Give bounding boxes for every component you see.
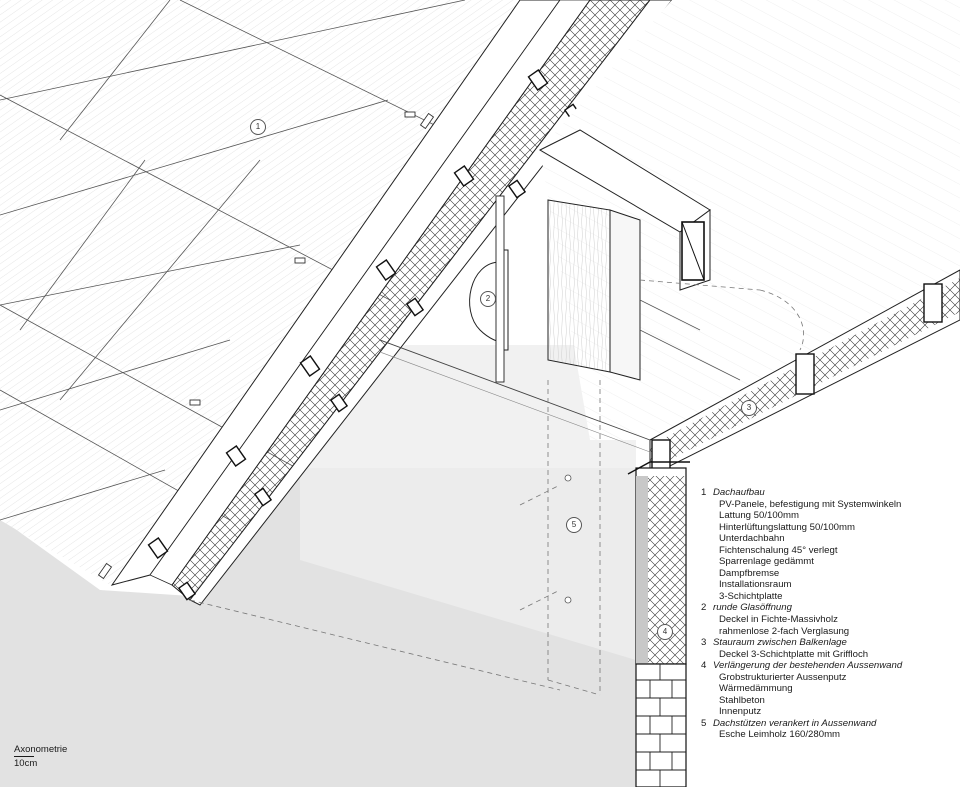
legend-line: Grobstrukturierter Aussenputz [719,671,847,683]
legend-line: Lattung 50/100mm [719,510,800,522]
legend-title: Dachstützen verankert in Aussenwand [713,717,877,729]
legend-title: Stauraum zwischen Balkenlage [713,637,847,649]
legend-number: 5 [701,717,707,729]
scale-bar [14,756,34,757]
legend-number: 1 [701,487,707,498]
legend-line: 3-Schichtplatte [719,590,783,602]
legend-item-title: 3 Stauraum zwischen Balkenlage [701,637,956,649]
callout-2: 2 [480,291,496,307]
legend-line: Deckel 3-Schichtplatte mit Griffloch [719,648,869,660]
legend-item-title: 2 runde Glasöffnung [701,602,956,614]
legend-number: 4 [701,660,707,672]
legend-title: runde Glasöffnung [713,602,792,614]
legend-line: Dampfbremse [719,567,780,579]
legend-line: rahmenlose 2-fach Verglasung [719,625,850,637]
legend-number: 3 [701,637,707,649]
anchor-points [564,474,572,604]
legend-line: Hinterlüftungslattung 50/100mm [719,521,855,533]
legend-line: Unterdachbahn [719,533,785,545]
legend-line: Esche Leimholz 160/280mm [719,729,841,741]
callout-5: 5 [566,517,582,533]
legend-line: Installationsraum [719,579,792,591]
legend-line: PV-Panele, befestigung mit Systemwinkeln [719,498,902,510]
callout-1: 1 [250,119,266,135]
timber-slab [379,0,960,477]
legend-item-title: 5 Dachstützen verankert in Aussenwand [701,718,956,730]
hidden-column-lines [189,279,804,696]
view-label: Axonometrie [14,744,68,755]
scale-measure: 10cm [14,758,38,769]
legend-number: 2 [701,602,707,614]
legend: 1 Dachaufbau PV-Panele, befestigung mit S… [701,487,956,741]
callout-4: 4 [657,624,673,640]
legend-line: Innenputz [719,706,762,718]
scale-note: Axonometrie 10cm [14,744,67,769]
legend-title: Dachaufbau [713,487,765,498]
interior-wall-surfaces [0,345,636,787]
roof-pv-panels [0,0,520,585]
legend-line: Wärmedämmung [719,683,793,695]
legend-item-title: 1 Dachaufbau [701,487,956,499]
legend-title: Verlängerung der bestehenden Aussenwand [713,660,903,672]
legend-line: Deckel in Fichte-Massivholz [719,614,838,626]
legend-line: Stahlbeton [719,694,765,706]
legend-line: Fichtenschalung 45° verlegt [719,544,838,556]
beam-and-column [538,129,741,381]
legend-line: Sparrenlage gedämmt [719,556,814,568]
legend-item-title: 4 Verlängerung der bestehenden Aussenwand [701,660,956,672]
callout-3: 3 [741,400,757,416]
exterior-wall-section [627,461,690,787]
